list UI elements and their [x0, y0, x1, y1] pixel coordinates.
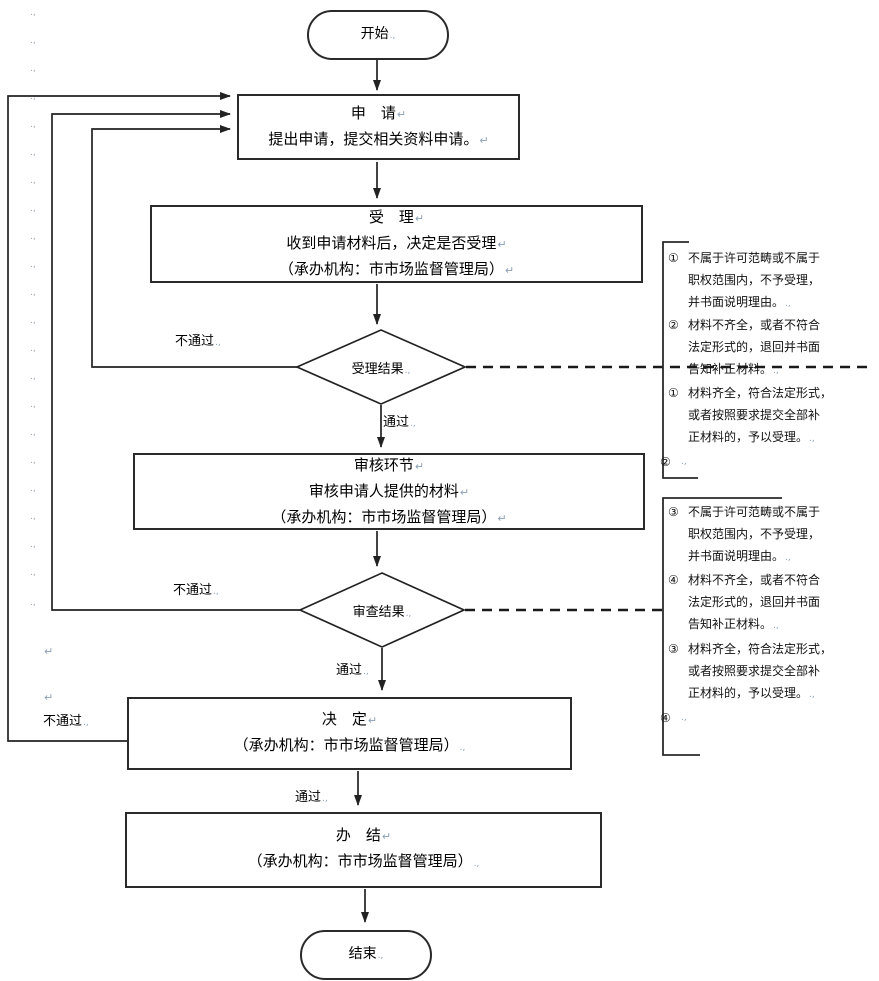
formatting-mark: ., [30, 260, 36, 270]
fail-label-3: 不通过., [43, 714, 89, 729]
decide-agency: （承办机构：市市场监督管理局）., [233, 735, 466, 754]
annotation-number: ① [668, 386, 679, 400]
formatting-mark: ., [30, 372, 36, 382]
pass-label-2: 通过., [336, 663, 369, 678]
annotation2-item3: ③ 材料齐全，符合法定形式， 或者按照要求提交全部补 正材料的，予以受理。., [668, 638, 879, 706]
annotation-text: 不属于许可范畴或不属于 职权范围内，不予受理， 并书面说明理由。., [688, 251, 821, 309]
end-label: 结束., [348, 945, 384, 962]
formatting-mark: ., [30, 36, 36, 46]
formatting-mark: ., [30, 540, 36, 550]
formatting-mark: ., [30, 232, 36, 242]
formatting-mark: ., [30, 598, 36, 608]
annotation-number: ① [668, 251, 679, 265]
annotation1-item2: ② 材料不齐全，或者不符合 法定形式的，退回并书面 告知补正材料。., [668, 314, 879, 382]
return-mark: ↵ [44, 645, 54, 658]
annotation-number: ③ [668, 642, 679, 656]
review-box: 审核环节↵ 审核申请人提供的材料↵ （承办机构：市市场监督管理局）↵ [133, 453, 645, 530]
formatting-mark: ., [30, 344, 36, 354]
formatting-mark: ., [30, 316, 36, 326]
start-label: 开始., [360, 25, 396, 42]
decide-box: 决 定↵ （承办机构：市市场监督管理局）., [127, 697, 572, 770]
annotation-number: ④ [668, 573, 679, 587]
formatting-mark: ., [30, 484, 36, 494]
accept-box: 受 理↵ 收到申请材料后，决定是否受理↵ （承办机构：市市场监督管理局）↵ [150, 205, 643, 283]
start-terminal: 开始., [307, 10, 449, 60]
pass-label-1: 通过., [383, 415, 416, 430]
annotation-text: 材料齐全，符合法定形式， 或者按照要求提交全部补 正材料的，予以受理。., [688, 642, 833, 700]
review-agency: （承办机构：市市场监督管理局）↵ [271, 507, 507, 526]
annotation2-item4: ④ ., [660, 707, 878, 729]
annotation-number: ② [660, 455, 671, 469]
formatting-mark: ., [30, 512, 36, 522]
bracket-annotation-2 [662, 497, 782, 756]
loop-d2-to-apply [51, 110, 300, 611]
annotation-text: 材料不齐全，或者不符合 法定形式的，退回并书面 告知补正材料。., [688, 573, 821, 631]
formatting-mark: ., [30, 148, 36, 158]
loop-decide-to-apply [7, 92, 231, 742]
apply-box: 申 请↵ 提出申请，提交相关资料申请。↵ [237, 94, 520, 160]
diamond-accept-result [294, 329, 468, 405]
decide-title: 决 定↵ [321, 709, 378, 728]
formatting-mark: ., [30, 568, 36, 578]
return-mark: ↵ [44, 691, 54, 704]
finish-box: 办 结↵ （承办机构：市市场监督管理局）., [125, 812, 602, 888]
formatting-mark: ., [30, 428, 36, 438]
formatting-mark: ., [30, 64, 36, 74]
formatting-mark: ., [30, 204, 36, 214]
formatting-mark: ., [681, 713, 687, 723]
annotation-number: ② [668, 318, 679, 332]
annotation-number: ③ [668, 505, 679, 519]
finish-agency: （承办机构：市市场监督管理局）., [247, 852, 480, 870]
loop-d1-to-apply [91, 125, 297, 368]
fail-label-2: 不通过., [173, 583, 219, 598]
diamond-review-result [297, 572, 467, 648]
formatting-mark: ., [30, 456, 36, 466]
accept-result-label: 受理结果., [351, 362, 411, 377]
annotation1-item1: ① 不属于许可范畴或不属于 职权范围内，不予受理， 并书面说明理由。., [668, 247, 879, 315]
accept-title: 受 理↵ [368, 208, 425, 226]
annotation-number: ④ [660, 711, 671, 725]
annotation-text: 材料不齐全，或者不符合 法定形式的，退回并书面 告知补正材料。., [688, 318, 821, 376]
formatting-mark: ., [30, 8, 36, 18]
formatting-mark: ., [30, 92, 36, 102]
formatting-mark: ., [30, 288, 36, 298]
annotation2-item2: ④ 材料不齐全，或者不符合 法定形式的，退回并书面 告知补正材料。., [668, 569, 879, 637]
pass-label-3: 通过., [295, 790, 328, 805]
formatting-mark: ., [30, 400, 36, 410]
review-result-label: 审查结果., [352, 605, 412, 620]
annotation-text: 不属于许可范畴或不属于 职权范围内，不予受理， 并书面说明理由。., [688, 505, 821, 563]
formatting-mark: ., [30, 120, 36, 130]
annotation1-item3: ① 材料齐全，符合法定形式， 或者按照要求提交全部补 正材料的，予以受理。., [668, 382, 879, 450]
annotation1-item4: ② ., [660, 451, 878, 473]
apply-desc: 提出申请，提交相关资料申请。↵ [268, 130, 489, 148]
fail-label-1: 不通过., [175, 334, 221, 349]
accept-desc: 收到申请材料后，决定是否受理↵ [286, 234, 507, 252]
finish-title: 办 结↵ [335, 826, 392, 844]
annotation2-item1: ③ 不属于许可范畴或不属于 职权范围内，不予受理， 并书面说明理由。., [668, 501, 879, 569]
annotation-text: 材料齐全，符合法定形式， 或者按照要求提交全部补 正材料的，予以受理。., [688, 386, 833, 444]
formatting-mark: ., [681, 457, 687, 467]
accept-agency: （承办机构：市市场监督管理局）↵ [278, 260, 515, 278]
review-desc: 审核申请人提供的材料↵ [308, 481, 470, 500]
end-terminal: 结束., [300, 930, 432, 980]
review-title: 审核环节↵ [353, 455, 425, 474]
bracket-annotation-1 [662, 241, 698, 479]
apply-title: 申 请↵ [350, 104, 407, 122]
formatting-mark: ., [30, 176, 36, 186]
